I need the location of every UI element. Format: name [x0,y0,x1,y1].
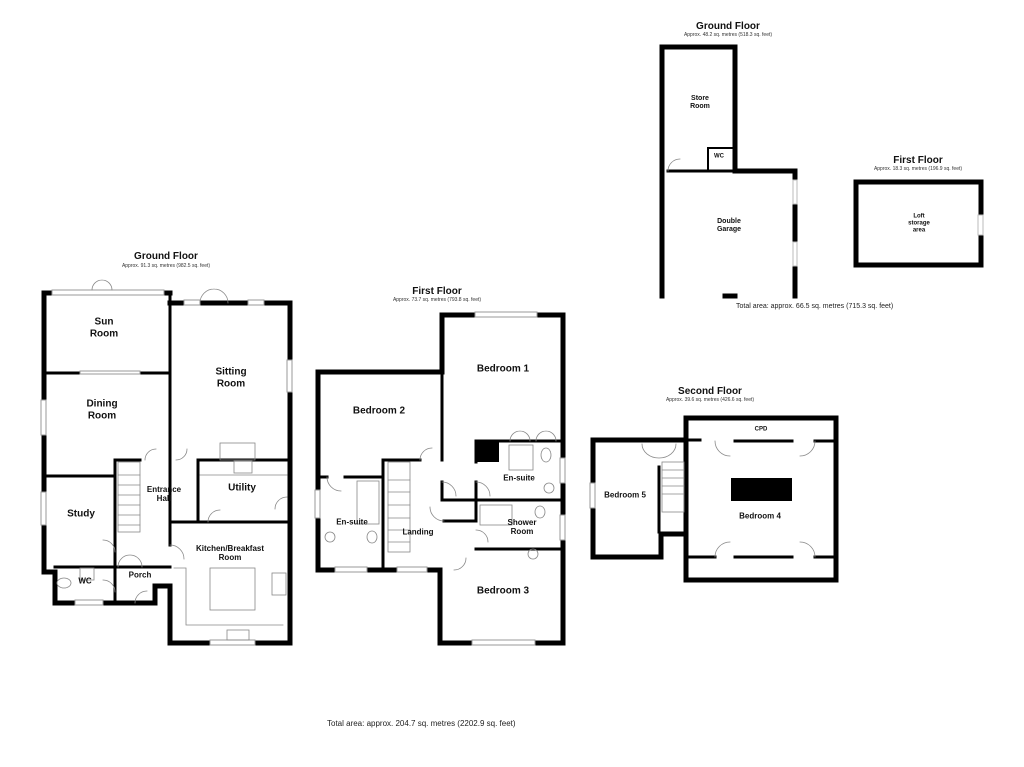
room-loft-storage: Loft storage area [908,213,930,234]
room-dining-room: Dining Room [86,398,118,422]
garage-ground-floor-title: Ground Floor [696,21,760,32]
room-cpd: CPD [754,426,768,433]
second-floor-chimney [731,478,792,501]
main-ground-floor-title: Ground Floor [134,251,198,262]
room-bedroom-3: Bedroom 3 [476,585,530,597]
room-study: Study [67,508,95,520]
main-ground-floor-walls [41,290,293,646]
second-floor-title: Second Floor [678,386,742,397]
room-bedroom-1: Bedroom 1 [476,363,530,375]
main-first-floor-title: First Floor [412,286,462,297]
room-sun-room: Sun Room [89,316,119,340]
garage-ground-floor-area: Approx. 48.2 sq. metres (518.3 sq. feet) [683,32,773,38]
main-first-floor-walls [315,312,566,646]
room-porch: Porch [128,570,152,580]
second-floor-area: Approx. 39.6 sq. metres (426.6 sq. feet) [665,397,755,403]
room-entrance-hall: Entrance Hall [146,484,182,503]
garage-ground-floor-walls [659,44,798,299]
loft-floor-title: First Floor [893,155,943,166]
room-shower-room: Shower Room [507,517,537,536]
room-store-room: Store Room [690,94,710,110]
loft-floor-area: Approx. 18.3 sq. metres (196.9 sq. feet) [873,166,963,172]
garage-total-area: Total area: approx. 66.5 sq. metres (715… [736,303,894,310]
main-first-floor-area: Approx. 73.7 sq. metres (793.8 sq. feet) [392,297,482,303]
room-en-suite-2: En-suite [336,517,368,527]
room-bedroom-4: Bedroom 4 [739,511,781,521]
room-sitting-room: Sitting Room [215,366,247,390]
room-kitchen-breakfast: Kitchen/Breakfast Room [195,543,265,562]
room-bedroom-2: Bedroom 2 [352,405,406,417]
second-floor-walls [590,415,839,583]
room-double-garage: Double Garage [716,217,742,233]
first-floor-chimney [477,441,499,462]
room-landing: Landing [402,527,434,537]
main-total-area: Total area: approx. 204.7 sq. metres (22… [327,719,516,728]
room-wc: WC [78,576,92,586]
room-utility: Utility [228,482,256,494]
room-en-suite-1: En-suite [503,473,535,483]
main-ground-floor-area: Approx. 91.3 sq. metres (982.5 sq. feet) [121,263,211,269]
room-garage-wc: WC [714,153,724,160]
room-bedroom-5: Bedroom 5 [604,490,646,500]
